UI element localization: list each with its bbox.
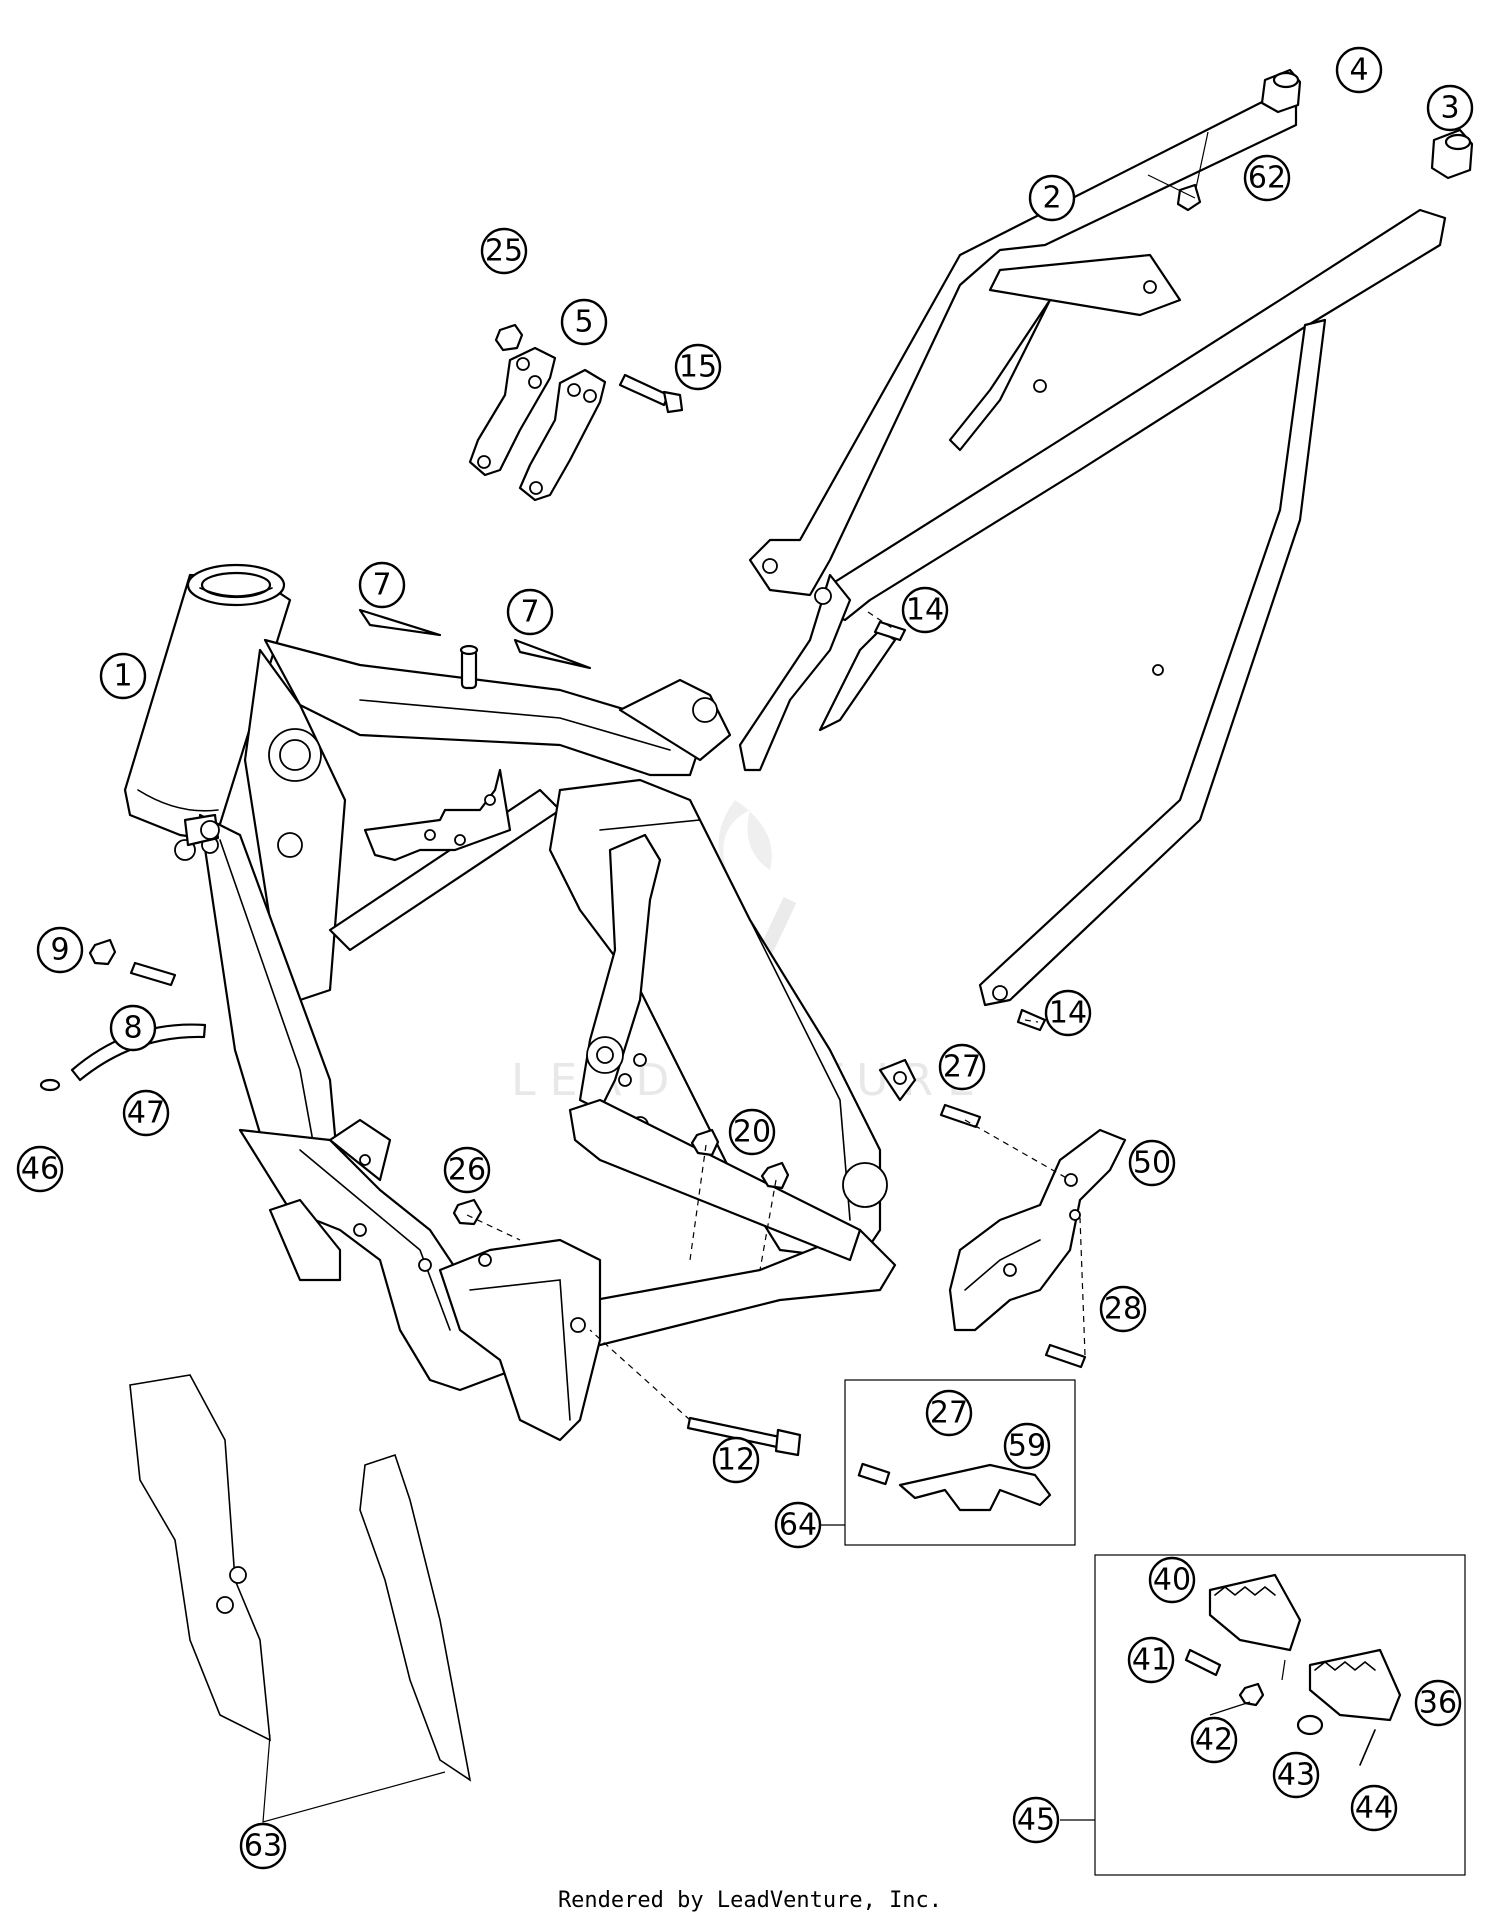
callout-4: 4 <box>1335 46 1383 94</box>
svg-text:63: 63 <box>244 1829 282 1864</box>
nut-26 <box>452 1198 483 1226</box>
callout-25: 25 <box>480 227 528 275</box>
svg-text:12: 12 <box>717 1443 755 1478</box>
nut-9 <box>88 938 117 966</box>
bolt-14a <box>873 620 907 642</box>
footrest-kit-45-box <box>1094 1554 1466 1876</box>
callout-9: 9 <box>36 926 84 974</box>
bolt-27a <box>939 1103 982 1129</box>
sticker-7a <box>358 608 442 637</box>
main-frame <box>123 563 917 1442</box>
bolt-28 <box>1044 1343 1087 1369</box>
svg-text:42: 42 <box>1195 1723 1233 1758</box>
leader-lines <box>262 131 1286 1823</box>
callout-27b: 27 <box>925 1389 973 1437</box>
callout-5: 5 <box>560 298 608 346</box>
callout-2: 2 <box>1028 174 1076 222</box>
bolt-15 <box>618 373 684 414</box>
callout-46: 46 <box>16 1145 64 1193</box>
svg-text:9: 9 <box>50 933 69 968</box>
callout-64: 64 <box>774 1501 822 1549</box>
callout-42: 42 <box>1190 1716 1238 1764</box>
callout-47: 47 <box>122 1089 170 1137</box>
frame-protectors-63 <box>129 1374 472 1782</box>
svg-text:27: 27 <box>943 1050 981 1085</box>
svg-text:44: 44 <box>1355 1791 1393 1826</box>
render-credit: Rendered by LeadVenture, Inc. <box>557 1888 943 1913</box>
engine-bracket-pair <box>468 346 607 502</box>
hose-47 <box>70 1023 207 1082</box>
callout-36: 36 <box>1414 1679 1462 1727</box>
sticker-7b <box>513 638 592 670</box>
svg-text:59: 59 <box>1008 1429 1046 1464</box>
svg-text:20: 20 <box>733 1115 771 1150</box>
svg-text:2: 2 <box>1042 181 1061 216</box>
callout-14a: 14 <box>901 586 949 634</box>
svg-text:27: 27 <box>930 1396 968 1431</box>
svg-text:25: 25 <box>485 234 523 269</box>
callout-12: 12 <box>712 1436 760 1484</box>
callout-59: 59 <box>1003 1422 1051 1470</box>
callout-44: 44 <box>1350 1784 1398 1832</box>
callout-45: 45 <box>1012 1796 1060 1844</box>
callout-1: 1 <box>99 652 147 700</box>
svg-text:26: 26 <box>448 1153 486 1188</box>
svg-text:47: 47 <box>127 1096 165 1131</box>
nut-25 <box>494 323 524 352</box>
callout-15: 15 <box>674 343 722 391</box>
screw-8 <box>129 961 177 987</box>
svg-text:8: 8 <box>123 1011 142 1046</box>
callout-7a: 7 <box>358 561 406 609</box>
callout-28: 28 <box>1099 1285 1147 1333</box>
svg-text:14: 14 <box>1049 996 1087 1031</box>
callout-50: 50 <box>1128 1139 1176 1187</box>
svg-text:3: 3 <box>1440 91 1459 126</box>
bolt-14b <box>1016 1008 1047 1032</box>
svg-text:36: 36 <box>1419 1686 1457 1721</box>
rear-subframe <box>738 68 1474 1007</box>
svg-text:64: 64 <box>779 1508 817 1543</box>
svg-text:7: 7 <box>520 595 539 630</box>
svg-text:1: 1 <box>113 659 132 694</box>
callout-40: 40 <box>1148 1556 1196 1604</box>
callout-7b: 7 <box>506 588 554 636</box>
svg-text:50: 50 <box>1133 1146 1171 1181</box>
svg-text:7: 7 <box>372 568 391 603</box>
svg-text:45: 45 <box>1017 1803 1055 1838</box>
callout-43: 43 <box>1272 1751 1320 1799</box>
svg-text:43: 43 <box>1277 1758 1315 1793</box>
kit-64-box <box>844 1379 1076 1546</box>
svg-text:28: 28 <box>1104 1292 1142 1327</box>
pivot-bolt-12 <box>686 1416 802 1457</box>
callout-26: 26 <box>443 1146 491 1194</box>
svg-text:62: 62 <box>1248 161 1286 196</box>
svg-text:40: 40 <box>1153 1563 1191 1598</box>
svg-text:46: 46 <box>21 1152 59 1187</box>
callout-3: 3 <box>1426 84 1474 132</box>
nut-20b <box>760 1161 790 1190</box>
svg-text:15: 15 <box>679 350 717 385</box>
chain-sliding-guard-50 <box>948 1128 1127 1332</box>
callout-63: 63 <box>239 1822 287 1870</box>
clip-46 <box>39 1078 61 1092</box>
svg-text:14: 14 <box>906 593 944 628</box>
nut-20a <box>690 1128 720 1157</box>
svg-text:41: 41 <box>1132 1643 1170 1678</box>
callout-14b: 14 <box>1044 989 1092 1037</box>
callout-41: 41 <box>1127 1636 1175 1684</box>
callout-20: 20 <box>728 1108 776 1156</box>
svg-text:5: 5 <box>574 305 593 340</box>
callout-8: 8 <box>109 1004 157 1052</box>
callout-27a: 27 <box>938 1043 986 1091</box>
callout-62: 62 <box>1243 154 1291 202</box>
svg-text:4: 4 <box>1349 53 1368 88</box>
